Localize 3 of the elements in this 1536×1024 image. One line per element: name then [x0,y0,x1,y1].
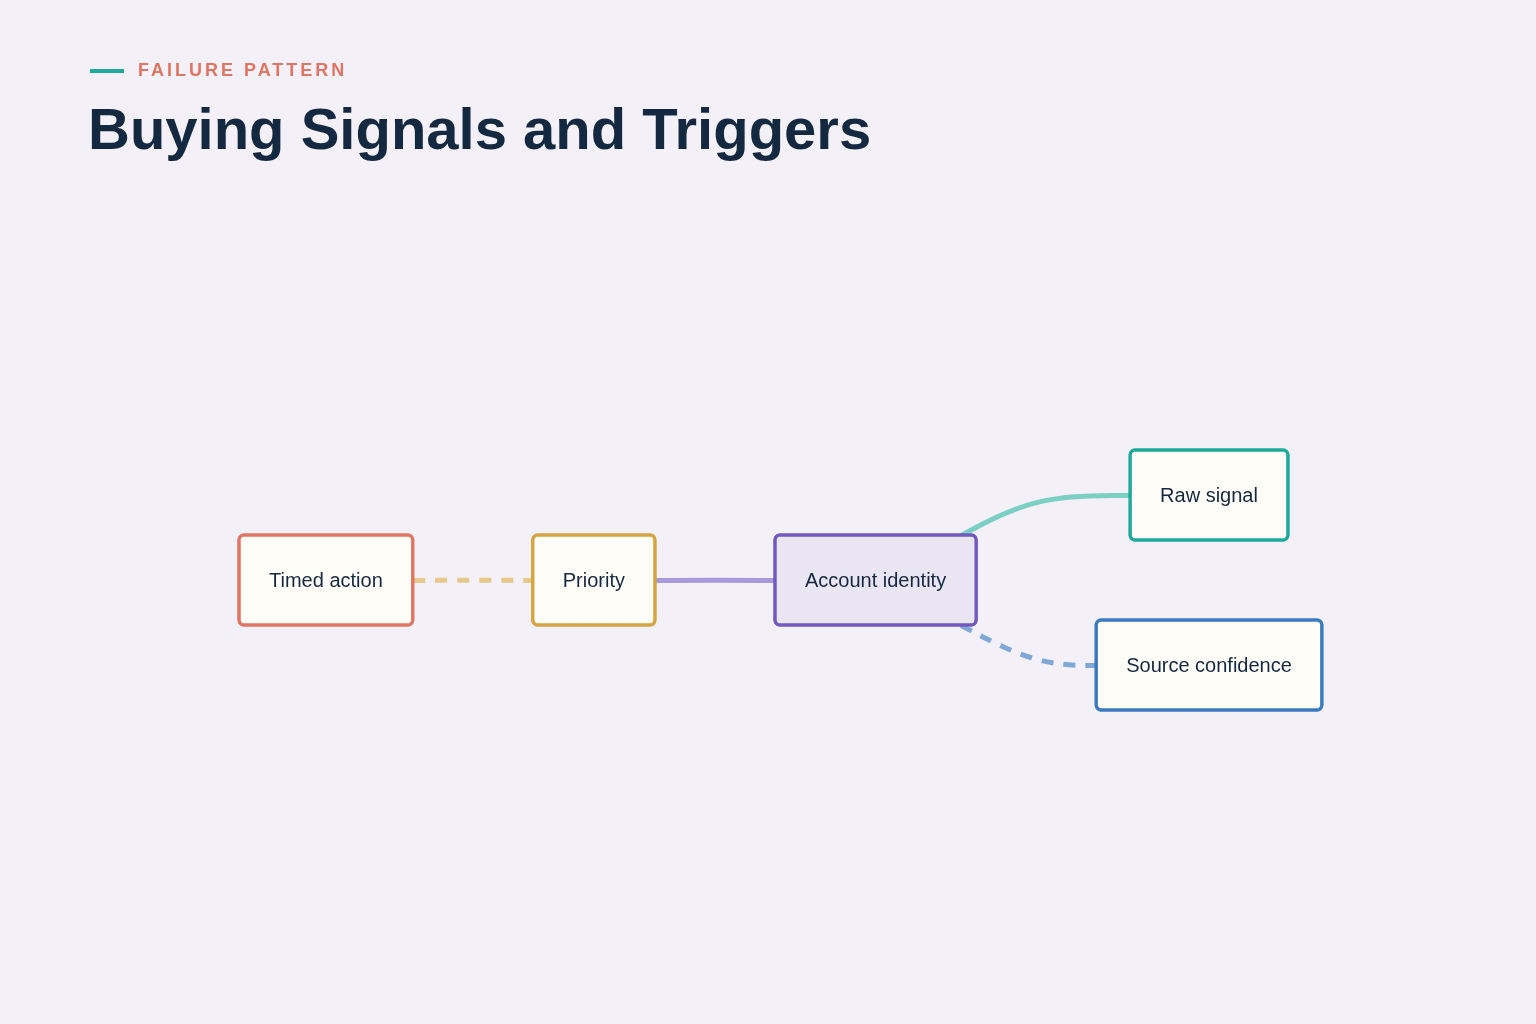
diagram-title: Buying Signals and Triggers [88,95,872,162]
kicker-text: FAILURE PATTERN [138,60,348,81]
connector [412,577,533,583]
